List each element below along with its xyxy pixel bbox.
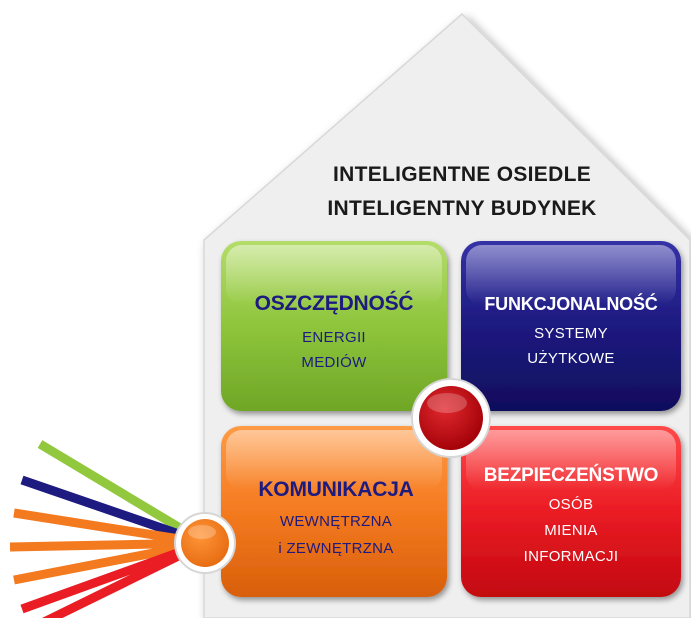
communication-hub-node: [174, 512, 236, 574]
communication-heading: KOMUNIKACJA: [258, 478, 413, 501]
security-line-1: OSÓB: [549, 496, 594, 513]
security-line-3: INFORMACJI: [524, 548, 619, 565]
quadrant-functionality: [461, 241, 681, 411]
security-heading: BEZPIECZEŃSTWO: [484, 464, 659, 486]
ray-navy: [20, 475, 207, 548]
savings-line-2: MEDIÓW: [301, 354, 367, 371]
communication-line-1: WEWNĘTRZNA: [280, 513, 392, 530]
ray-green: [37, 440, 208, 547]
savings-line-1: ENERGII: [302, 329, 366, 346]
quadrant-savings: [221, 241, 447, 411]
house-title-line2: INTELIGENTNY BUDYNEK: [327, 197, 596, 220]
savings-heading: OSZCZĘDNOŚĆ: [255, 291, 414, 315]
functionality-line-2: UŻYTKOWE: [527, 349, 614, 367]
functionality-line-1: SYSTEMY: [534, 325, 608, 342]
quadrant-security: [461, 426, 681, 597]
ray-orange-1: [13, 508, 206, 548]
ray-orange-2: [9, 538, 206, 552]
security-line-2: MIENIA: [544, 522, 597, 539]
center-node: [411, 378, 491, 458]
ray-orange-3: [13, 538, 206, 585]
communication-rays: [9, 440, 208, 618]
functionality-heading: FUNKCJONALNOŚĆ: [484, 293, 657, 314]
communication-line-2: i ZEWNĘTRZNA: [278, 540, 393, 557]
house-title-line1: INTELIGENTNE OSIEDLE: [333, 163, 591, 186]
quadrant-communication: [221, 426, 447, 597]
